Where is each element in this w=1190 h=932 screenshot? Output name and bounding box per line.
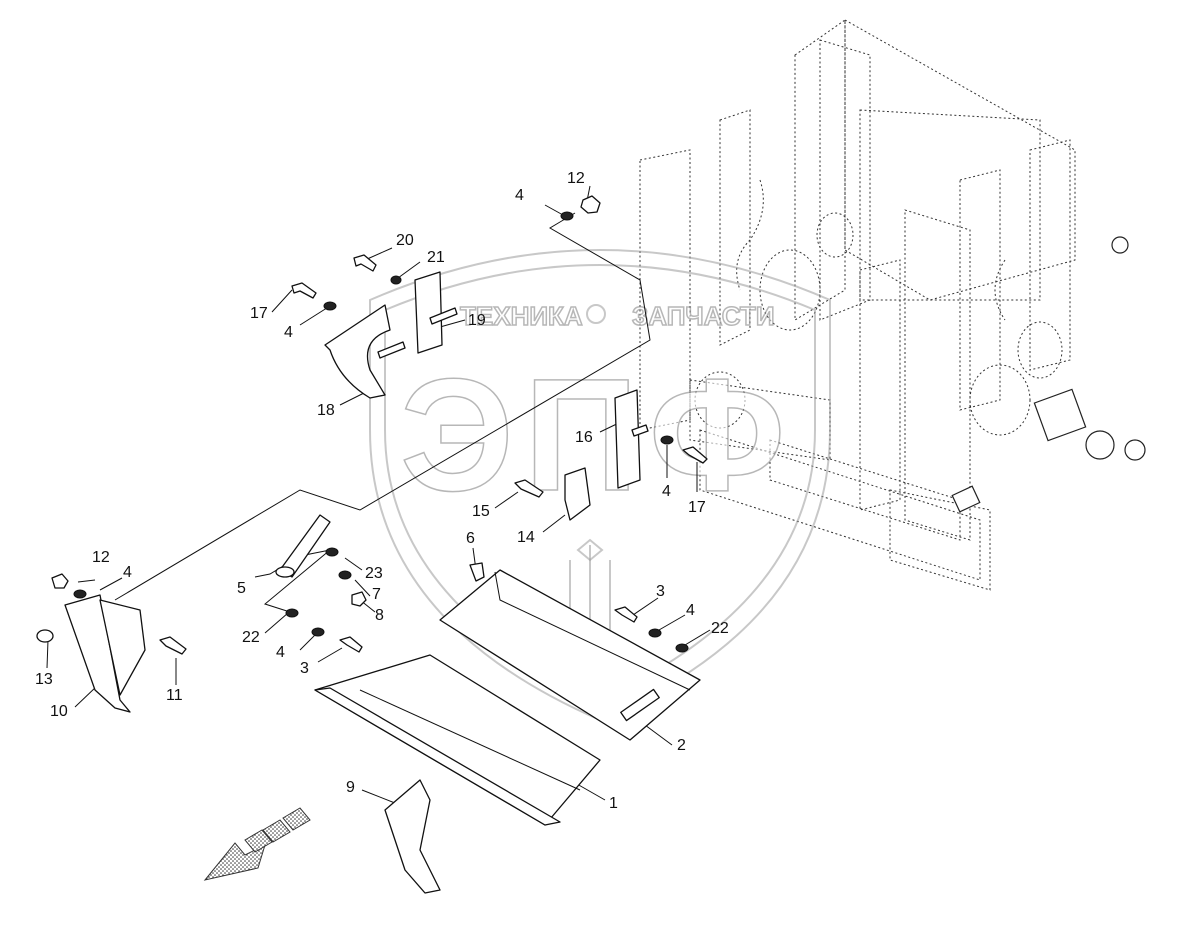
callout-13: 13 bbox=[35, 671, 53, 688]
callout-2: 2 bbox=[677, 737, 686, 754]
bolt-17-left bbox=[291, 282, 317, 299]
parts bbox=[36, 195, 708, 894]
bolt-15 bbox=[514, 479, 544, 498]
callout-labels: 12 4 20 21 17 4 19 18 16 4 17 15 14 6 12… bbox=[35, 170, 729, 812]
callout-5: 5 bbox=[237, 580, 246, 597]
callout-23: 23 bbox=[365, 565, 383, 582]
washer-21 bbox=[390, 275, 402, 285]
nut-12-top bbox=[580, 195, 601, 214]
callout-12: 12 bbox=[92, 549, 110, 566]
bolt-20 bbox=[353, 254, 377, 272]
callout-3: 3 bbox=[656, 583, 665, 600]
nut-8 bbox=[351, 591, 367, 607]
callout-18: 18 bbox=[317, 402, 335, 419]
callout-15: 15 bbox=[472, 503, 490, 520]
callout-6: 6 bbox=[466, 530, 475, 547]
callout-9: 9 bbox=[346, 779, 355, 796]
watermark-letters: ЭПФ bbox=[400, 345, 795, 524]
callout-10: 10 bbox=[50, 703, 68, 720]
deflector-9 bbox=[384, 779, 441, 894]
callout-4: 4 bbox=[686, 602, 695, 619]
callout-4: 4 bbox=[662, 483, 671, 500]
callout-21: 21 bbox=[427, 249, 445, 266]
nut-12-left bbox=[51, 573, 69, 589]
bolt-3-left bbox=[339, 636, 363, 653]
bolt-6 bbox=[469, 562, 485, 582]
washer-4-left bbox=[323, 301, 337, 311]
callout-7: 7 bbox=[372, 586, 381, 603]
plate-16 bbox=[614, 389, 641, 489]
callout-17: 17 bbox=[250, 305, 268, 322]
bolt-13 bbox=[36, 629, 54, 643]
watermark-text-left: ТЕХНИКА bbox=[460, 301, 583, 331]
washer-4-top bbox=[560, 211, 574, 221]
callout-12: 12 bbox=[567, 170, 585, 187]
plate-16-pin bbox=[631, 424, 649, 437]
bolt-17-right bbox=[682, 446, 708, 464]
bracket-18 bbox=[324, 304, 391, 399]
machine-frame bbox=[639, 19, 1146, 591]
watermark-text-right: ЗАПЧАСТИ bbox=[632, 301, 775, 331]
plate-2 bbox=[439, 569, 701, 741]
callout-22: 22 bbox=[242, 629, 260, 646]
bracket-14 bbox=[564, 467, 591, 521]
rod-5-end bbox=[275, 566, 295, 578]
gear-icon bbox=[586, 304, 606, 324]
panel-10 bbox=[64, 594, 131, 713]
callout-19: 19 bbox=[468, 312, 486, 329]
callout-11: 11 bbox=[166, 687, 183, 704]
callout-4: 4 bbox=[284, 324, 293, 341]
callout-3: 3 bbox=[300, 660, 309, 677]
pan-1-lip bbox=[314, 687, 561, 826]
bolt-11 bbox=[159, 636, 187, 655]
washer-4-right bbox=[660, 435, 674, 445]
panel-10-inner bbox=[99, 599, 146, 696]
callout-4: 4 bbox=[123, 564, 132, 581]
watermark: ТЕХНИКА ЗАПЧАСТИ ЭПФ bbox=[369, 249, 831, 722]
callout-4: 4 bbox=[276, 644, 285, 661]
bracket-18-pin bbox=[377, 341, 406, 359]
callout-16: 16 bbox=[575, 429, 593, 446]
bolt-3-right bbox=[614, 606, 638, 623]
callout-20: 20 bbox=[396, 232, 414, 249]
callout-14: 14 bbox=[517, 529, 535, 546]
callout-1: 1 bbox=[609, 795, 618, 812]
callout-8: 8 bbox=[375, 607, 384, 624]
plate-19-pin bbox=[429, 307, 458, 325]
plate-19 bbox=[414, 271, 443, 354]
callout-4: 4 bbox=[515, 187, 524, 204]
callout-22: 22 bbox=[711, 620, 729, 637]
callout-17: 17 bbox=[688, 499, 706, 516]
